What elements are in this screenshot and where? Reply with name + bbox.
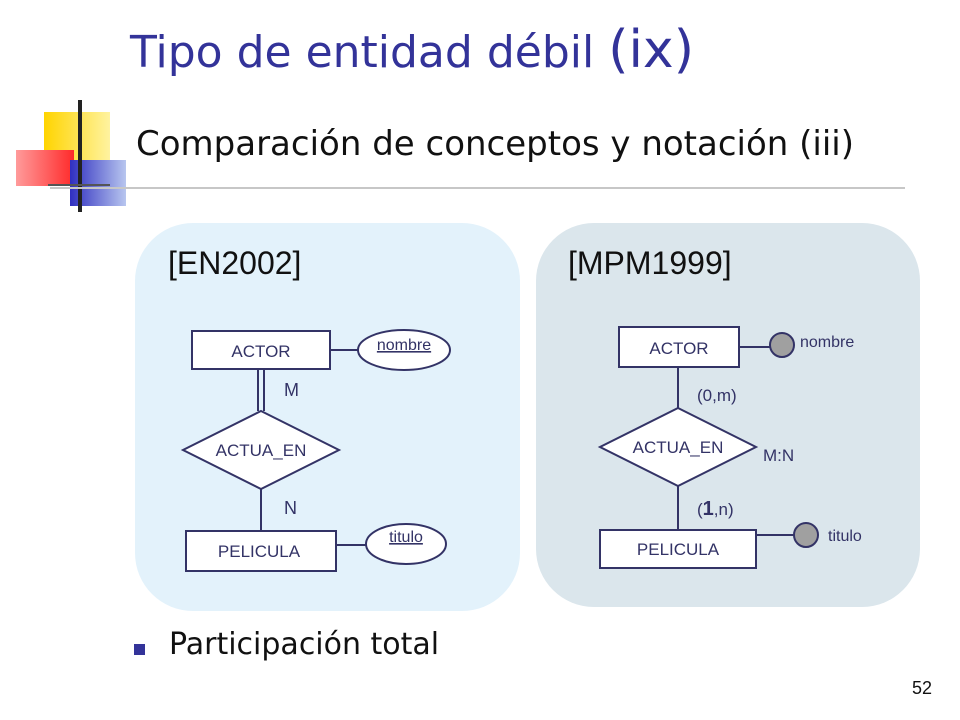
left-attr-titulo-ellipse [365, 523, 447, 565]
left-cardinality-top: M [284, 380, 299, 400]
right-relationship-type: M:N [763, 446, 794, 465]
left-attr-nombre-ellipse [357, 329, 451, 371]
right-cardinality-bottom-open: ( [697, 500, 703, 519]
right-entity-pelicula [599, 529, 757, 569]
right-cardinality-bottom: (1,n) [697, 498, 734, 520]
left-relationship-label: ACTUA_EN [216, 441, 307, 460]
bullet-marker [134, 644, 145, 655]
slide-subtitle: Comparación de conceptos y notación (iii… [136, 124, 855, 164]
right-relationship-diamond [597, 406, 759, 488]
right-cardinality-bottom-close: ,n) [714, 500, 734, 519]
left-entity-pelicula [185, 530, 337, 572]
right-er-diagram [597, 326, 794, 569]
left-attr-titulo-label: titulo [389, 529, 423, 546]
right-relationship-label: ACTUA_EN [633, 438, 724, 457]
right-cardinality-bottom-bold: 1 [703, 498, 714, 520]
left-er-diagram [180, 329, 451, 572]
left-pelicula-label: PELICULA [218, 542, 301, 561]
page-number: 52 [911, 678, 932, 698]
right-pelicula-label: PELICULA [637, 540, 720, 559]
right-attr-titulo-dot [793, 522, 819, 548]
slide-title: Tipo de entidad débil (ix) [130, 20, 694, 80]
left-panel-heading: [EN2002] [168, 245, 302, 281]
right-panel-heading: [MPM1999] [568, 245, 732, 281]
right-attr-titulo-label: titulo [828, 528, 862, 545]
right-attr-nombre-dot [769, 332, 795, 358]
title-divider [50, 187, 905, 189]
right-actor-label: ACTOR [649, 339, 708, 358]
right-entity-actor [618, 326, 740, 368]
left-cardinality-bottom: N [284, 498, 297, 518]
slide-title-main: Tipo de entidad débil [130, 27, 609, 78]
left-entity-actor [191, 330, 331, 370]
left-attr-nombre-label: nombre [377, 337, 431, 354]
left-relationship-diamond [180, 409, 342, 491]
bullet-text: Participación total [169, 627, 440, 662]
right-cardinality-top: (0,m) [697, 386, 737, 405]
decorative-corner-graphic [16, 100, 126, 212]
right-attr-nombre-label: nombre [800, 334, 854, 351]
left-actor-label: ACTOR [231, 342, 290, 361]
slide-title-suffix: (ix) [608, 20, 694, 80]
